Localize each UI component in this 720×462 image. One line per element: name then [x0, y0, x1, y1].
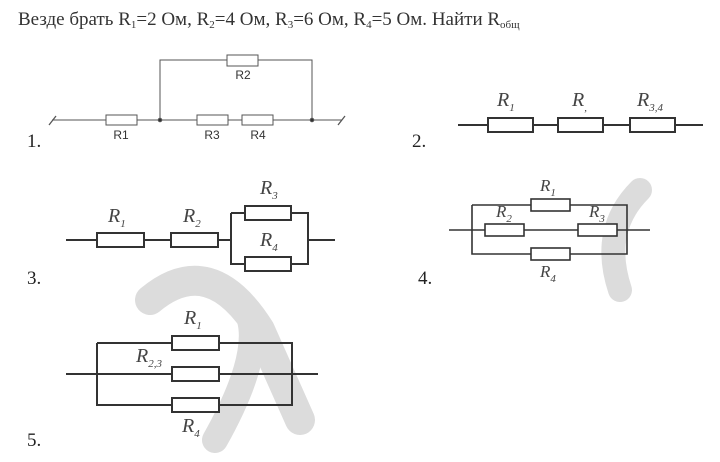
circuit-1	[48, 54, 346, 126]
wire	[471, 204, 628, 255]
r2-value: R2=4 Ом,	[196, 9, 275, 31]
diagram-number-2: 2.	[412, 131, 427, 152]
label-r3: R3	[588, 202, 605, 225]
label-r4: R4	[259, 229, 278, 254]
terminal-left	[48, 115, 57, 126]
terminal-right	[337, 115, 346, 126]
diagram-number-3: 3.	[27, 268, 42, 289]
label-r2: R2	[235, 68, 251, 82]
resistor-r2	[170, 232, 219, 248]
junction-node	[157, 117, 163, 123]
junction-node	[309, 117, 315, 123]
label-r4: R4	[539, 262, 556, 285]
resistor-r4	[244, 256, 292, 272]
label-r2: R2	[495, 202, 512, 225]
circuit-2	[458, 117, 703, 133]
task-text: Найти	[431, 9, 488, 30]
circuit-3	[66, 205, 335, 272]
resistor-r1	[96, 232, 145, 248]
label-r1: R1	[496, 89, 515, 114]
problem-statement: Везде брать R1=2 Ом, R2=4 Ом, R3=6 Ом, R…	[18, 9, 520, 31]
label-r2: R,	[571, 89, 587, 114]
label-r4: R4	[181, 415, 200, 440]
r4-value: R4=5 Ом.	[353, 9, 432, 31]
resistor-r1	[487, 117, 534, 133]
problem-intro: Везде брать	[18, 9, 119, 30]
resistor-r4	[530, 247, 571, 261]
label-r4: R4	[250, 128, 266, 142]
diagram-number-4: 4.	[418, 268, 433, 289]
label-r1: R1	[113, 128, 129, 142]
circuit-5	[66, 335, 318, 413]
resistor-r3	[244, 205, 292, 221]
resistor-r4	[241, 114, 274, 126]
resistor-r1	[530, 198, 571, 212]
diagram-number-5: 5.	[27, 430, 42, 451]
label-r1: R1	[183, 307, 202, 332]
wire	[159, 59, 227, 120]
label-r2: R2	[182, 205, 201, 230]
resistor-r1	[171, 335, 220, 351]
resistor-r4	[171, 397, 220, 413]
resistor-r34	[629, 117, 676, 133]
label-r34: R3,4	[636, 89, 663, 114]
resistor-r3	[577, 223, 618, 237]
target-symbol: Rобщ	[487, 9, 520, 31]
resistor-r3	[196, 114, 229, 126]
watermark	[135, 178, 652, 453]
label-r1: R1	[107, 205, 126, 230]
r3-value: R3=6 Ом,	[275, 9, 354, 31]
resistor-r2	[226, 54, 259, 67]
wire	[258, 59, 313, 120]
wire	[96, 342, 293, 406]
resistor-r2	[557, 117, 604, 133]
label-r3: R3	[259, 177, 278, 202]
r1-value: R1=2 Ом,	[118, 9, 197, 31]
resistor-r23	[171, 366, 220, 382]
diagram-number-1: 1.	[27, 131, 42, 152]
label-r3: R3	[204, 128, 220, 142]
circuit-4	[449, 198, 650, 261]
resistor-r2	[484, 223, 525, 237]
resistor-r1	[105, 114, 138, 126]
label-r23: R2,3	[135, 345, 162, 370]
label-r1: R1	[539, 176, 556, 199]
